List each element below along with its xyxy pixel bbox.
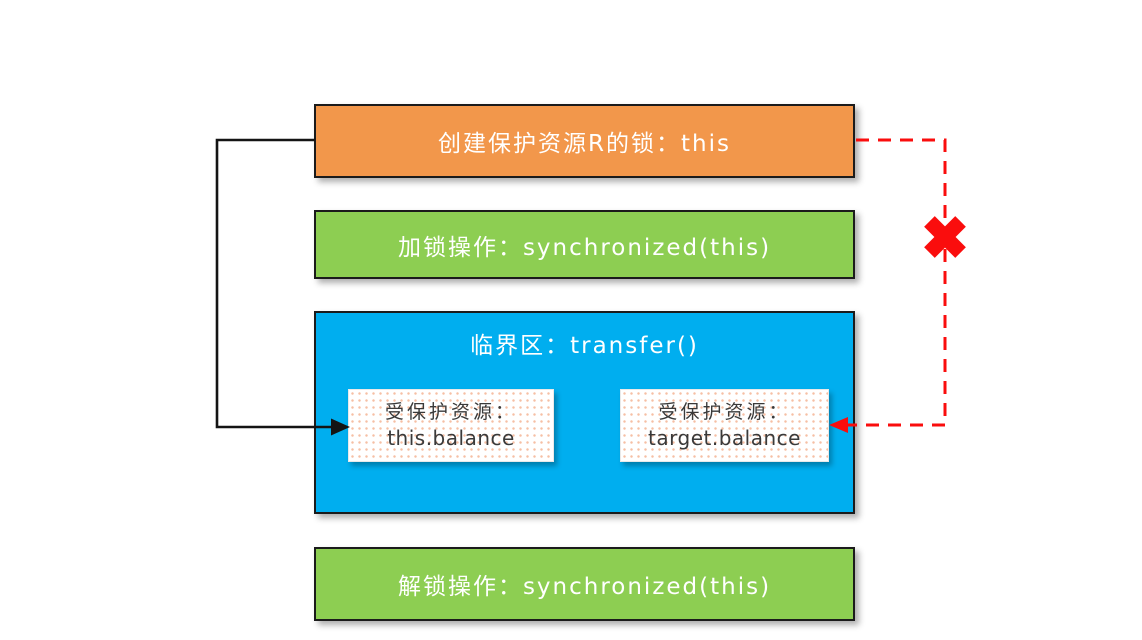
protected-resource-this-value: this.balance xyxy=(387,425,515,450)
protected-resource-target-caption: 受保护资源： xyxy=(658,401,791,424)
lock-operation-label: 加锁操作：synchronized(this) xyxy=(397,234,772,261)
box-protected-resource-target: 受保护资源： target.balance xyxy=(620,389,829,462)
box-create-lock: 创建保护资源R的锁：this xyxy=(314,104,855,178)
box-critical-section: 临界区：transfer() 受保护资源： this.balance 受保护资源… xyxy=(314,311,855,514)
protected-resource-target-value: target.balance xyxy=(648,425,801,450)
box-lock-operation: 加锁操作：synchronized(this) xyxy=(314,210,855,279)
unlock-operation-label: 解锁操作：synchronized(this) xyxy=(397,574,772,600)
box-protected-resource-this: 受保护资源： this.balance xyxy=(348,389,554,462)
critical-section-title: 临界区：transfer() xyxy=(470,333,699,359)
red-dashed-connector-line xyxy=(847,138,947,427)
box-unlock-operation: 解锁操作：synchronized(this) xyxy=(314,547,855,621)
create-lock-label: 创建保护资源R的锁：this xyxy=(438,131,731,157)
blocked-x-icon xyxy=(924,216,966,258)
protected-resource-this-caption: 受保护资源： xyxy=(384,401,517,424)
